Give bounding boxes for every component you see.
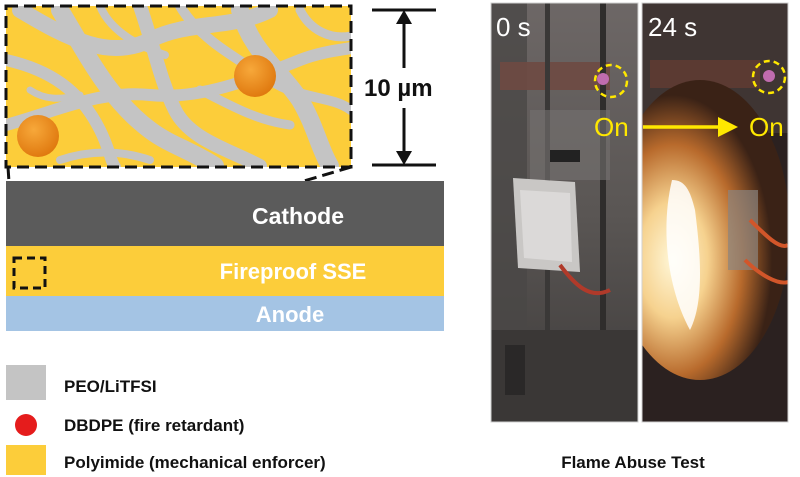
sse-layer <box>6 246 444 296</box>
scale-arrow-down-icon <box>396 151 412 165</box>
peo-litfsi-fibers <box>6 6 351 167</box>
photo-0s <box>491 3 638 422</box>
status-label-24s: On <box>749 112 784 142</box>
status-label-0s: On <box>594 112 629 142</box>
ignition-spot <box>763 70 775 82</box>
scale-label: 10 µm <box>364 75 433 102</box>
legend: PEO/LiTFSI DBDPE (fire retardant) Polyim… <box>6 365 326 475</box>
microstructure-inset <box>6 6 351 167</box>
photo-caption: Flame Abuse Test <box>561 453 705 472</box>
marker-circle <box>593 63 629 99</box>
legend-swatch-dbdpe <box>15 414 37 436</box>
cathode-label: Cathode <box>252 203 344 229</box>
legend-label-polyimide: Polyimide (mechanical enforcer) <box>64 453 326 472</box>
sse-label: Fireproof SSE <box>220 259 367 284</box>
photo-24s <box>642 3 788 422</box>
dbdpe-particle <box>234 55 276 97</box>
cathode-layer <box>6 181 444 246</box>
flame <box>642 80 788 380</box>
inset-frame <box>4 4 353 169</box>
arrow-right-icon <box>718 117 738 137</box>
time-label-24s: 24 s <box>648 12 697 42</box>
dbdpe-particle <box>17 115 59 157</box>
anode-layer <box>6 296 444 331</box>
scale-arrow-up-icon <box>396 10 412 24</box>
legend-label-dbdpe: DBDPE (fire retardant) <box>64 416 244 435</box>
legend-label-peo: PEO/LiTFSI <box>64 377 157 396</box>
time-label-0s: 0 s <box>496 12 531 42</box>
marker-circle <box>751 59 787 95</box>
legend-swatch-peo <box>6 365 46 400</box>
ignition-spot <box>597 73 609 85</box>
anode-label: Anode <box>256 302 324 327</box>
legend-swatch-polyimide <box>6 445 46 475</box>
layer-stack: Cathode Fireproof SSE Anode <box>6 181 444 331</box>
zoom-region-box <box>12 256 47 290</box>
